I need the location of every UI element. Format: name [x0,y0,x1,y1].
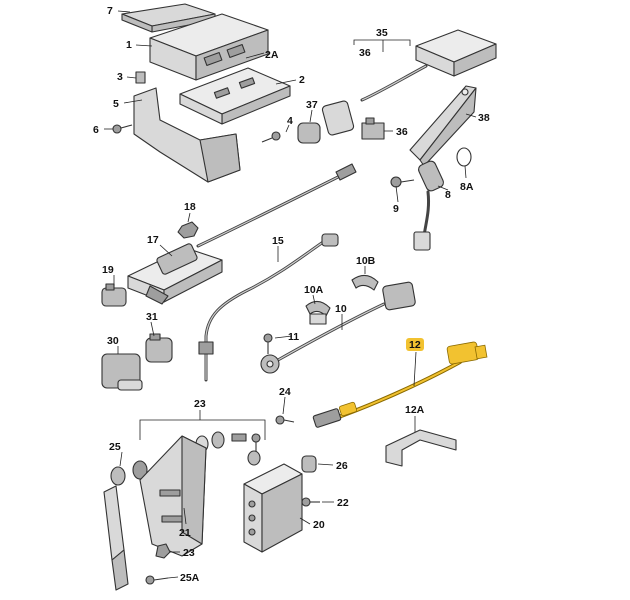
part-10a-clip[interactable] [305,300,331,325]
part-10-knock-sensor[interactable] [260,281,416,374]
part-25-bracket[interactable] [103,460,148,591]
callout-21: 21 [179,527,191,539]
callout-25a: 25A [180,572,200,584]
part-12a-bracket[interactable] [385,429,457,467]
callout-9: 9 [393,203,399,215]
part-3-clip[interactable] [135,71,146,84]
part-11-bolt[interactable] [263,333,273,354]
part-1-ecu[interactable] [149,13,269,81]
callout-10: 10 [335,303,347,315]
callout-12a: 12A [405,404,425,416]
part-5-holder[interactable] [133,87,241,183]
callout-23-top: 23 [194,398,206,410]
callout-17: 17 [147,234,159,246]
part-37-connector[interactable] [297,100,355,144]
callout-35: 35 [376,27,388,39]
callout-2: 2 [299,74,305,86]
part-8a-seal[interactable] [456,147,472,167]
callout-8a: 8A [460,181,474,193]
callout-31: 31 [146,311,158,323]
callout-24: 24 [279,386,291,398]
part-15-sensor[interactable] [198,233,339,382]
callout-23-bottom: 23 [183,547,195,559]
callout-10a: 10A [304,284,324,296]
part-36-connector[interactable] [361,117,385,140]
callout-4: 4 [287,115,293,127]
part-17-control-unit[interactable] [127,243,223,305]
callout-12-highlight [406,338,424,351]
part-20-control-box[interactable] [243,463,303,553]
callout-2a: 2A [265,49,279,61]
part-2-bracket[interactable] [179,67,291,125]
part-10b-clip[interactable] [351,274,379,291]
part-22-bolt[interactable] [301,497,320,507]
callout-22: 22 [337,497,349,509]
part-19-connector[interactable] [101,283,127,307]
callout-3: 3 [117,71,123,83]
callout-6: 6 [93,124,99,136]
callout-38: 38 [478,112,490,124]
part-35-module[interactable] [360,29,497,102]
callout-12: 12 [409,339,421,351]
callout-10b: 10B [356,255,376,267]
part-6-screw[interactable] [112,124,133,134]
callout-30: 30 [107,335,119,347]
callout-26: 26 [336,460,348,472]
callout-15: 15 [272,235,284,247]
part-24-bolt[interactable] [275,415,295,425]
part-21-frame[interactable] [139,435,207,557]
callout-19: 19 [102,264,114,276]
part-9-bolt[interactable] [390,176,415,188]
part-23c-nut[interactable] [247,450,261,466]
callout-25: 25 [109,441,121,453]
part-23b-nut[interactable] [155,543,171,559]
part-8-sensor[interactable] [413,160,445,251]
part-30-valve[interactable] [101,353,143,391]
part-31-sensor[interactable] [145,333,173,363]
part-26-grommet[interactable] [301,455,317,473]
callout-37: 37 [306,99,318,111]
callout-8: 8 [445,189,451,201]
callout-11: 11 [288,331,299,343]
callout-labels: 7 1 2A 3 2 5 6 4 37 35 36 36 38 9 8 8A 1… [93,5,490,584]
callout-1: 1 [126,39,132,51]
part-25a-bolt[interactable] [145,575,169,585]
callout-20: 20 [313,519,325,531]
callout-5: 5 [113,98,119,110]
part-7-cover[interactable] [121,3,216,33]
part-38-shield[interactable] [409,85,477,167]
callout-18: 18 [184,201,196,213]
callout-36-top: 36 [359,47,371,59]
leader-lines [104,10,477,579]
part-4-screw[interactable] [261,131,281,143]
part-18-nut[interactable] [177,221,199,239]
callout-36-right: 36 [396,126,408,138]
callout-7: 7 [107,5,113,17]
part-12-lambda-sensor[interactable] [312,341,488,428]
